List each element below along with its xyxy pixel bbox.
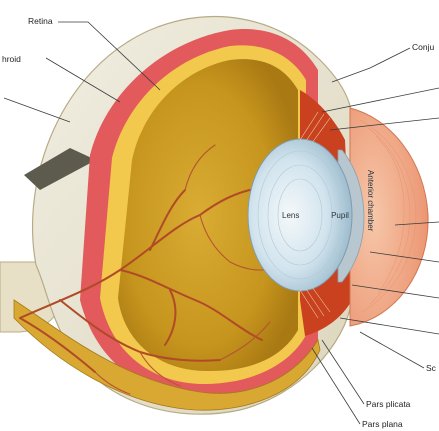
retina-label: Retina (28, 16, 53, 26)
pars-plana-label: Pars plana (362, 419, 403, 429)
pupil-label: Pupil (331, 211, 349, 220)
choroid-label: hroid (2, 54, 21, 64)
sclera-label: Sc (426, 363, 437, 373)
anterior-chamber-label: Anterior chamber (366, 170, 375, 232)
pars-plicata-label: Pars plicata (366, 399, 411, 409)
lens-label: Lens (282, 211, 299, 220)
conjunctiva-label: Conju (412, 42, 434, 52)
